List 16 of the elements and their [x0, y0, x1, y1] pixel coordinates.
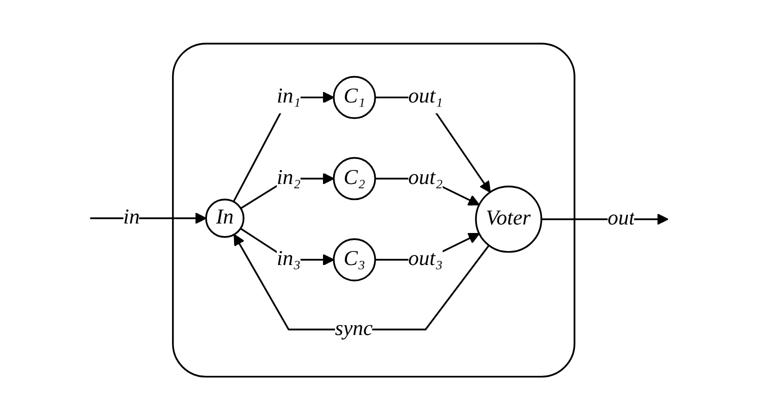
edge-label: in₁	[276, 85, 301, 108]
cluster	[172, 42, 576, 378]
edge-label: out₃	[408, 248, 443, 270]
edge-label: out	[608, 207, 635, 230]
edge-label: in₂	[276, 166, 301, 190]
node-circle: C₁	[332, 76, 376, 119]
node-circle: C₂	[332, 156, 376, 200]
edge-label: in₃	[276, 248, 301, 270]
node-circle: Voter	[475, 185, 542, 253]
node-circle: C₃	[332, 238, 376, 282]
edge-label: in	[123, 206, 140, 229]
edge-label: out₁	[408, 85, 443, 108]
arrow	[232, 91, 334, 202]
node-circle: In	[205, 198, 244, 238]
edge-label: sync	[335, 317, 373, 340]
edge-label: out₂	[408, 166, 443, 190]
